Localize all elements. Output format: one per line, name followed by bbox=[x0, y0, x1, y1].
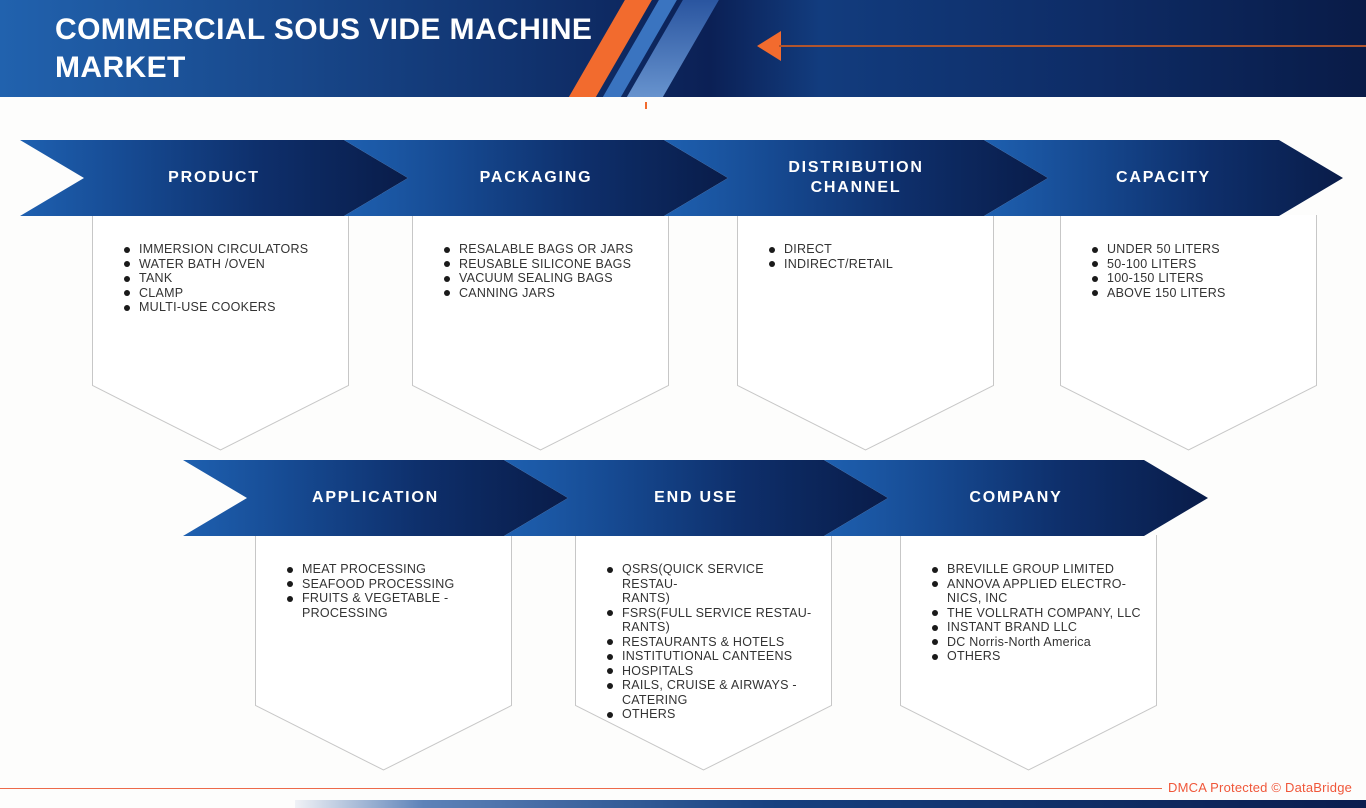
list-item: OTHERS bbox=[930, 649, 1145, 664]
arrow-left-icon bbox=[757, 31, 781, 61]
list-item: 100-150 LITERS bbox=[1090, 271, 1305, 286]
list-item: RESTAURANTS & HOTELS bbox=[605, 635, 820, 650]
list-item: INSTITUTIONAL CANTEENS bbox=[605, 649, 820, 664]
list-item: DC Norris-North America bbox=[930, 635, 1145, 650]
page-title: COMMERCIAL SOUS VIDE MACHINE MARKET bbox=[55, 13, 593, 84]
segment-label: CAPACITY bbox=[1116, 169, 1211, 186]
panel-outline bbox=[575, 535, 832, 771]
decor-tick bbox=[645, 102, 647, 109]
list-item: ANNOVA APPLIED ELECTRO- NICS, INC bbox=[930, 577, 1145, 606]
segment-header-distribution-channel: DISTRIBUTION CHANNEL bbox=[664, 140, 1048, 216]
list-item: REUSABLE SILICONE BAGS bbox=[442, 257, 657, 272]
header-banner: COMMERCIAL SOUS VIDE MACHINE MARKET bbox=[0, 0, 1366, 97]
panel-end-use: QSRS(QUICK SERVICE RESTAU- RANTS)FSRS(FU… bbox=[575, 535, 832, 771]
segment-label: PRODUCT bbox=[168, 169, 260, 186]
panel-outline bbox=[412, 215, 669, 451]
list-item: RESALABLE BAGS OR JARS bbox=[442, 242, 657, 257]
list-item: WATER BATH /OVEN bbox=[122, 257, 337, 272]
list-item: OTHERS bbox=[605, 707, 820, 722]
segment-header-end-use: END USE bbox=[504, 460, 888, 536]
list-item: INDIRECT/RETAIL bbox=[767, 257, 982, 272]
list-item: FSRS(FULL SERVICE RESTAU- RANTS) bbox=[605, 606, 820, 635]
panel-outline bbox=[92, 215, 349, 451]
segment-header-packaging: PACKAGING bbox=[344, 140, 728, 216]
list-item: TANK bbox=[122, 271, 337, 286]
panel-outline bbox=[1060, 215, 1317, 451]
list-item: MULTI-USE COOKERS bbox=[122, 300, 337, 315]
segment-label: APPLICATION bbox=[311, 489, 440, 506]
panel-outline bbox=[900, 535, 1157, 771]
segment-label: PACKAGING bbox=[479, 169, 593, 186]
list-item: 50-100 LITERS bbox=[1090, 257, 1305, 272]
list-item: IMMERSION CIRCULATORS bbox=[122, 242, 337, 257]
header-rule-line bbox=[779, 45, 1366, 47]
segment-label: DISTRIBUTION CHANNEL bbox=[788, 159, 924, 196]
segment-header-company: COMPANY bbox=[824, 460, 1208, 536]
segment-item-list: QSRS(QUICK SERVICE RESTAU- RANTS)FSRS(FU… bbox=[605, 562, 820, 722]
list-item: CANNING JARS bbox=[442, 286, 657, 301]
list-item: HOSPITALS bbox=[605, 664, 820, 679]
list-item: DIRECT bbox=[767, 242, 982, 257]
list-item: CLAMP bbox=[122, 286, 337, 301]
segment-label: COMPANY bbox=[969, 489, 1063, 506]
list-item: BREVILLE GROUP LIMITED bbox=[930, 562, 1145, 577]
panel-outline bbox=[737, 215, 994, 451]
list-item: QSRS(QUICK SERVICE RESTAU- RANTS) bbox=[605, 562, 820, 606]
dmca-watermark: DMCA Protected © DataBridge bbox=[1168, 780, 1353, 795]
list-item: RAILS, CRUISE & AIRWAYS - CATERING bbox=[605, 678, 820, 707]
list-item: MEAT PROCESSING bbox=[285, 562, 500, 577]
bottom-gradient-bar bbox=[295, 800, 1366, 808]
list-item: SEAFOOD PROCESSING bbox=[285, 577, 500, 592]
list-item: ABOVE 150 LITERS bbox=[1090, 286, 1305, 301]
list-item: THE VOLLRATH COMPANY, LLC bbox=[930, 606, 1145, 621]
panel-outline bbox=[255, 535, 512, 771]
segment-header-application: APPLICATION bbox=[183, 460, 568, 536]
list-item: UNDER 50 LITERS bbox=[1090, 242, 1305, 257]
list-item: INSTANT BRAND LLC bbox=[930, 620, 1145, 635]
segment-header-product: PRODUCT bbox=[20, 140, 408, 216]
list-item: VACUUM SEALING BAGS bbox=[442, 271, 657, 286]
list-item: FRUITS & VEGETABLE - PROCESSING bbox=[285, 591, 500, 620]
segment-label: END USE bbox=[654, 489, 738, 506]
footer-rule-line bbox=[0, 788, 1162, 789]
